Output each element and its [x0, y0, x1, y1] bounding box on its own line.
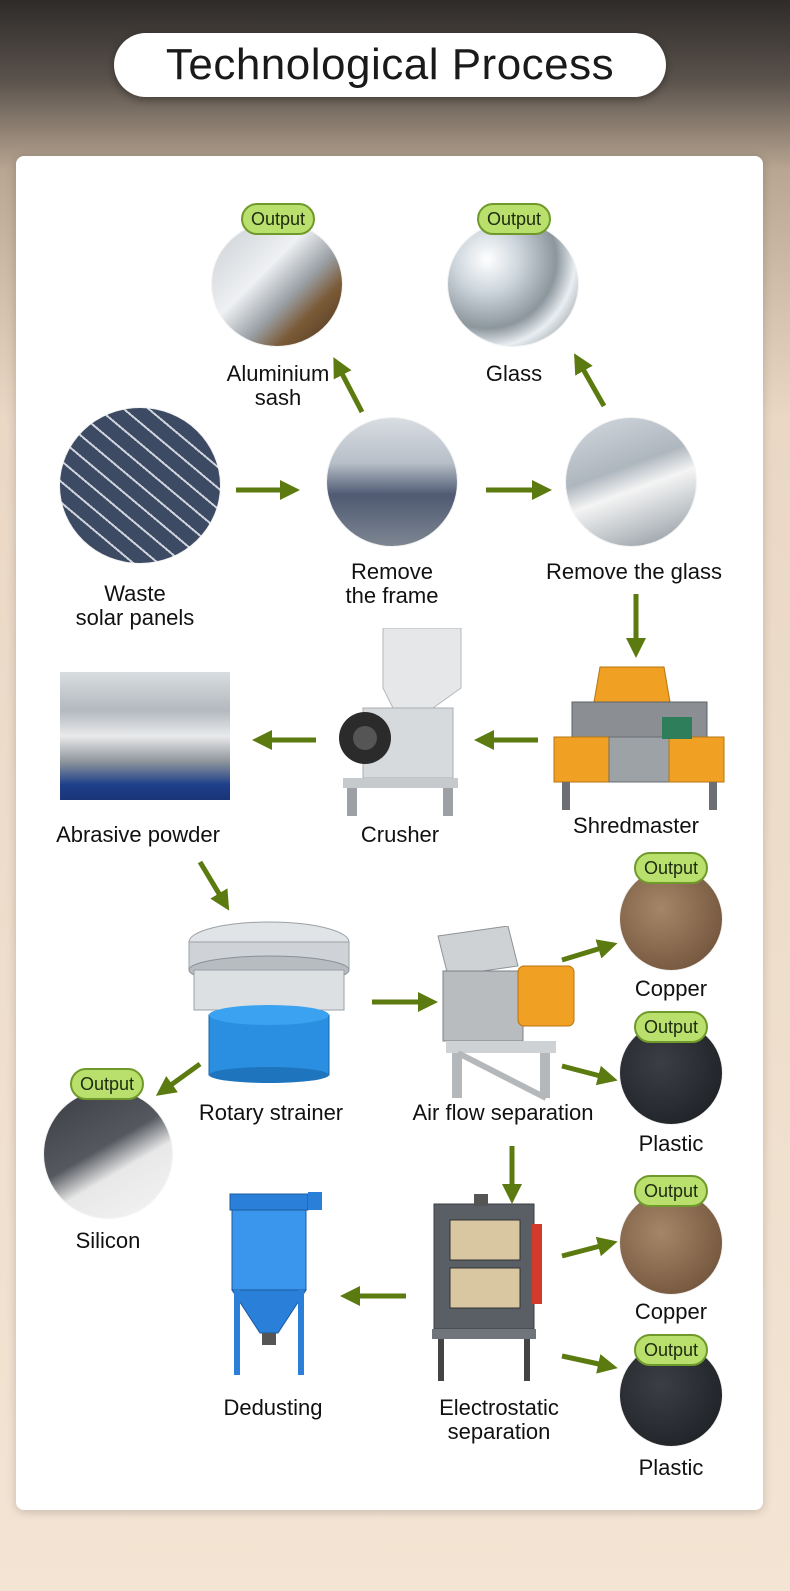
silicon-output-image [44, 1090, 172, 1218]
label-glass: Glass [485, 361, 543, 386]
label-aluminium-sash: Aluminium sash [226, 361, 330, 410]
copper-output-image [620, 868, 722, 970]
arrow-electrostatic-to-plastic [561, 1353, 618, 1374]
output-badge-copper: Output [634, 852, 708, 884]
label-plastic: Plastic [638, 1131, 704, 1156]
arrow-frame-to-aluminium [333, 357, 365, 414]
arrow-glass-to-output [574, 353, 607, 408]
output-badge-glass: Output [477, 203, 551, 235]
arrow-rotary-to-silicon [155, 1061, 202, 1096]
output-badge-silicon: Output [70, 1068, 144, 1100]
label-dedusting: Dedusting [223, 1395, 323, 1420]
arrow-electrostatic-to-copper [561, 1236, 618, 1259]
label-remove-frame: Remove the frame [345, 559, 439, 608]
label-remove-glass: Remove the glass [545, 559, 723, 584]
output-badge-plastic-2: Output [634, 1334, 708, 1366]
arrow-airflow-to-plastic [561, 1063, 618, 1086]
waste-solar-panels-image [60, 408, 220, 563]
label-rotary-strainer: Rotary strainer [198, 1100, 344, 1125]
rotary-strainer-image [188, 921, 350, 1083]
output-badge-plastic: Output [634, 1011, 708, 1043]
label-shredmaster: Shredmaster [573, 813, 699, 838]
abrasive-powder-image [60, 672, 230, 800]
label-copper: Copper [634, 976, 708, 1001]
dedusting-image [229, 1192, 322, 1375]
air-flow-separation-image [437, 926, 575, 1101]
label-air-flow-separation: Air flow separation [412, 1100, 594, 1125]
label-electrostatic-separation: Electrostatic separation [439, 1395, 559, 1444]
label-plastic-2: Plastic [638, 1455, 704, 1480]
remove-frame-image [327, 418, 457, 546]
copper-output-image-2 [620, 1192, 722, 1294]
glass-image [448, 222, 578, 346]
arrow-abrasive-to-rotary [197, 860, 230, 911]
label-waste-solar-panels: Waste solar panels [75, 581, 195, 630]
aluminium-sash-image [212, 222, 342, 346]
output-badge-aluminium: Output [241, 203, 315, 235]
process-card [16, 156, 763, 1510]
label-abrasive-powder: Abrasive powder [56, 822, 220, 847]
crusher-image [339, 628, 462, 816]
electrostatic-separation-image [432, 1194, 542, 1381]
remove-glass-image [566, 418, 696, 546]
label-crusher: Crusher [360, 822, 440, 847]
arrow-airflow-to-copper [561, 939, 618, 963]
title-banner: Technological Process [114, 33, 666, 97]
shredmaster-image [553, 666, 725, 810]
output-badge-copper-2: Output [634, 1175, 708, 1207]
page-title: Technological Process [165, 40, 615, 89]
label-copper-2: Copper [634, 1299, 708, 1324]
label-silicon: Silicon [75, 1228, 141, 1253]
